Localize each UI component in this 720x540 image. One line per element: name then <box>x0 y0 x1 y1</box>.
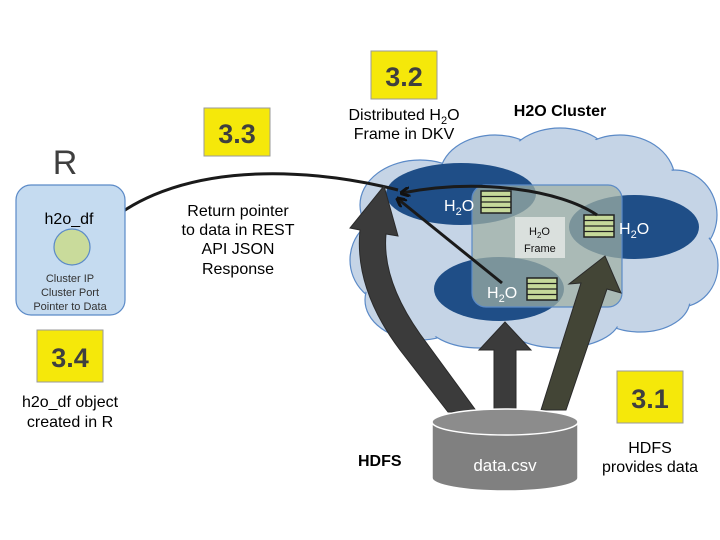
step-caption-3-4: created in R <box>27 414 113 431</box>
hdfs-label: HDFS <box>358 453 402 470</box>
step-badge-label: 3.3 <box>218 119 256 149</box>
r-object-pointer-icon <box>53 228 91 266</box>
hdfs-upload-arrow-left <box>349 184 478 413</box>
h2o-node-label: H2O <box>444 198 474 218</box>
step-caption-3-3: Response <box>202 261 274 278</box>
step-caption-3-2-line2: Frame in DKV <box>354 126 455 143</box>
step-caption-3-1: HDFS <box>628 440 672 457</box>
data-file-label: data.csv <box>473 456 537 475</box>
r-object-name: h2o_df <box>45 211 94 228</box>
hdfs-database-icon <box>431 408 579 492</box>
step-caption-3-3: API JSON <box>202 241 275 258</box>
step-caption-3-4: h2o_df object <box>22 394 119 411</box>
step-badge-label: 3.4 <box>51 343 89 373</box>
r-object-line: Cluster Port <box>41 287 99 299</box>
h2o-node-label: H2O <box>487 285 517 305</box>
pointer-arrow-bottom-node <box>398 199 503 285</box>
step-badge-label: 3.1 <box>631 384 669 414</box>
step-caption-3-3: to data in REST <box>182 222 295 239</box>
h2o-frame-label-box <box>515 217 565 258</box>
hdfs-upload-arrow-right <box>540 255 622 411</box>
cluster-title: H2O Cluster <box>514 103 606 120</box>
step-badge-label: 3.2 <box>385 62 423 92</box>
h2o-node-label: H2O <box>619 221 649 241</box>
h2o-frame-label-line2: Frame <box>524 243 556 255</box>
r-object-line: Cluster IP <box>46 273 94 285</box>
hdfs-upload-arrow-center <box>477 321 533 411</box>
data-chunk-icon <box>526 277 558 301</box>
step-badge-3-2 <box>370 50 438 100</box>
h2o-frame-label: H2O <box>529 226 550 240</box>
r-title: R <box>53 144 78 182</box>
data-chunk-icon <box>583 214 615 238</box>
step-badge-3-4 <box>36 329 104 383</box>
step-caption-3-2: Distributed H2O <box>348 107 459 127</box>
r-object-line: Pointer to Data <box>33 301 107 313</box>
pointer-arrow-right-node <box>402 184 598 217</box>
step-caption-3-1: provides data <box>602 459 698 476</box>
step-badge-3-3 <box>203 107 271 157</box>
step-badge-3-1 <box>616 370 684 424</box>
data-chunk-icon <box>480 190 512 214</box>
step-caption-3-3: Return pointer <box>187 203 289 220</box>
